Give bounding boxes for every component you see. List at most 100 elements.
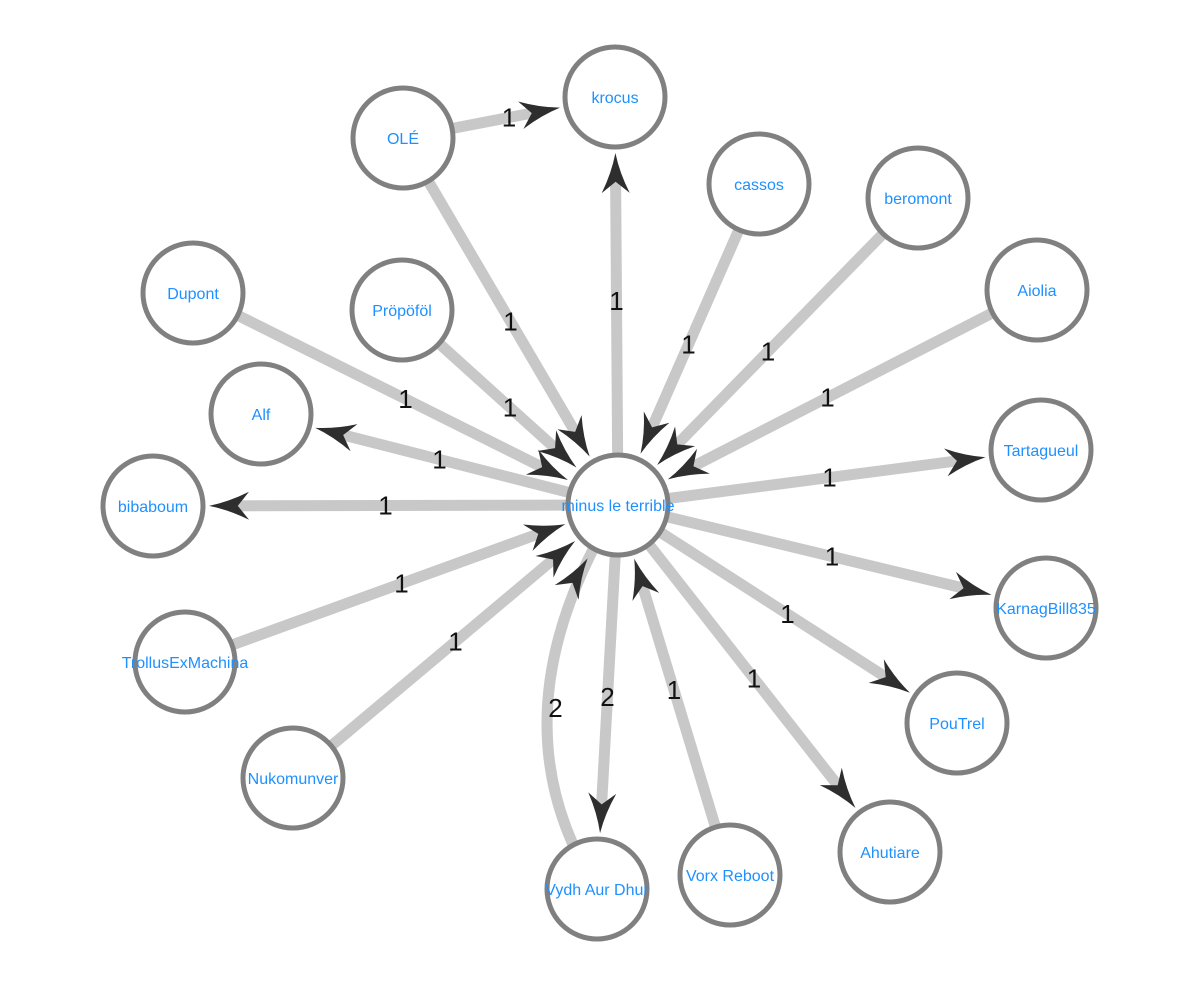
arrowhead-cassos-minus (640, 411, 670, 454)
node-bibaboum[interactable]: bibaboum (100, 453, 206, 559)
edge-aiolia-minus (686, 285, 1040, 474)
node-karnag[interactable]: KarnagBill835 (993, 555, 1099, 661)
arrowhead-minus-vydh (588, 792, 617, 834)
node-circle[interactable] (349, 257, 455, 363)
arrowhead-beromont-minus (657, 426, 696, 465)
arrowhead-minus-karnag (949, 571, 992, 600)
node-circle[interactable] (240, 725, 346, 831)
edge-weight-label: 2 (548, 693, 562, 723)
node-circle[interactable] (100, 453, 206, 559)
arrowhead-minus-tartagueul (943, 448, 986, 477)
edge-weight-label: 1 (448, 627, 462, 657)
edge-minus-poutrel (615, 500, 893, 685)
node-cassos[interactable]: cassos (706, 131, 812, 237)
edge-minus-tartagueul (617, 454, 963, 511)
arrowhead-ole-minus (557, 415, 590, 457)
edge-weight-label: 2 (600, 682, 614, 712)
node-label: Nukomunver (248, 771, 339, 788)
node-circle[interactable] (993, 555, 1099, 661)
edge-dupont-minus (190, 288, 549, 475)
node-ole[interactable]: OLÉ (350, 85, 456, 191)
node-circle[interactable] (132, 609, 238, 715)
node-circle[interactable] (988, 397, 1094, 503)
node-label: Alf (252, 407, 271, 424)
node-circle[interactable] (706, 131, 812, 237)
arrowhead-vydh-minus (554, 558, 588, 600)
node-nukomunver[interactable]: Nukomunver (240, 725, 346, 831)
arrowhead-minus-krocus (601, 152, 630, 194)
node-label: PouTrel (929, 716, 984, 733)
node-dupont[interactable]: Dupont (140, 240, 246, 346)
arrowhead-minus-bibaboum (208, 491, 250, 520)
node-label: KarnagBill835 (996, 601, 1096, 618)
edge-weight-label: 1 (681, 330, 695, 360)
node-label: Tartagueul (1004, 443, 1079, 460)
node-circle[interactable] (350, 85, 456, 191)
edge-weight-label: 1 (667, 675, 681, 705)
node-circle[interactable] (904, 670, 1010, 776)
node-label: minus le terrible (562, 498, 675, 515)
edge-nukomunver-minus (289, 552, 561, 783)
edge-weight-label: 1 (780, 599, 794, 629)
edge-weight-label: 1 (609, 286, 623, 316)
arrowhead-aiolia-minus (667, 448, 710, 480)
edge-weight-label: 1 (378, 491, 392, 521)
node-circle[interactable] (562, 44, 668, 150)
edge-minus-bibaboum (232, 499, 619, 512)
node-label: Aiolia (1017, 283, 1056, 300)
node-propofol[interactable]: Pröpöföl (349, 257, 455, 363)
node-vorx[interactable]: Vorx Reboot (677, 822, 783, 928)
node-label: bibaboum (118, 499, 188, 516)
node-label: krocus (591, 90, 638, 107)
arrowhead-ole-krocus (518, 101, 561, 129)
node-circle[interactable] (565, 452, 671, 558)
arrowhead-vorx-minus (632, 558, 660, 601)
node-krocus[interactable]: krocus (562, 44, 668, 150)
edge-vydh-minus (541, 502, 623, 892)
edge-weight-label: 1 (394, 569, 408, 599)
edge-minus-karnag (616, 499, 970, 595)
node-label: OLÉ (387, 129, 419, 148)
node-circle[interactable] (208, 361, 314, 467)
edge-weight-label: 1 (398, 384, 412, 414)
edge-weight-label: 1 (503, 307, 517, 337)
node-minus[interactable]: minus le terrible (562, 452, 675, 558)
edge-weight-label: 1 (820, 383, 834, 413)
arrowhead-minus-alf (315, 424, 358, 452)
edge-ole-minus (398, 135, 583, 439)
node-aiolia[interactable]: Aiolia (984, 237, 1090, 343)
edge-weight-label: 1 (761, 337, 775, 367)
node-circle[interactable] (140, 240, 246, 346)
node-trollus[interactable]: TrollusExMachina (122, 609, 249, 715)
node-ahutiare[interactable]: Ahutiare (837, 799, 943, 905)
node-label: cassos (734, 177, 784, 194)
arrowhead-trollus-minus (522, 524, 566, 551)
node-label: Ahutiare (860, 845, 920, 862)
node-label: Vorx Reboot (686, 868, 775, 885)
node-alf[interactable]: Alf (208, 361, 314, 467)
node-label: Dupont (167, 286, 219, 303)
edge-weight-label: 1 (432, 445, 446, 475)
node-circle[interactable] (837, 799, 943, 905)
arrowhead-nukomunver-minus (535, 541, 576, 578)
edge-minus-krocus (610, 176, 624, 506)
node-circle[interactable] (677, 822, 783, 928)
edge-trollus-minus (183, 527, 545, 668)
edge-minus-ahutiare (613, 501, 845, 793)
edge-weight-label: 1 (502, 103, 516, 133)
node-beromont[interactable]: beromont (865, 145, 971, 251)
node-vydh[interactable]: Vydh Aur Dhur (544, 836, 650, 942)
edge-weight-label: 1 (503, 393, 517, 423)
node-tartagueul[interactable]: Tartagueul (988, 397, 1094, 503)
node-circle[interactable] (984, 237, 1090, 343)
node-label: Vydh Aur Dhur (545, 882, 649, 899)
node-circle[interactable] (865, 145, 971, 251)
edge-beromont-minus (669, 194, 922, 452)
node-circle[interactable] (544, 836, 650, 942)
arrowhead-minus-ahutiare (819, 767, 856, 808)
edge-weight-label: 1 (822, 463, 836, 493)
arrowhead-dupont-minus (525, 449, 568, 481)
node-poutrel[interactable]: PouTrel (904, 670, 1010, 776)
